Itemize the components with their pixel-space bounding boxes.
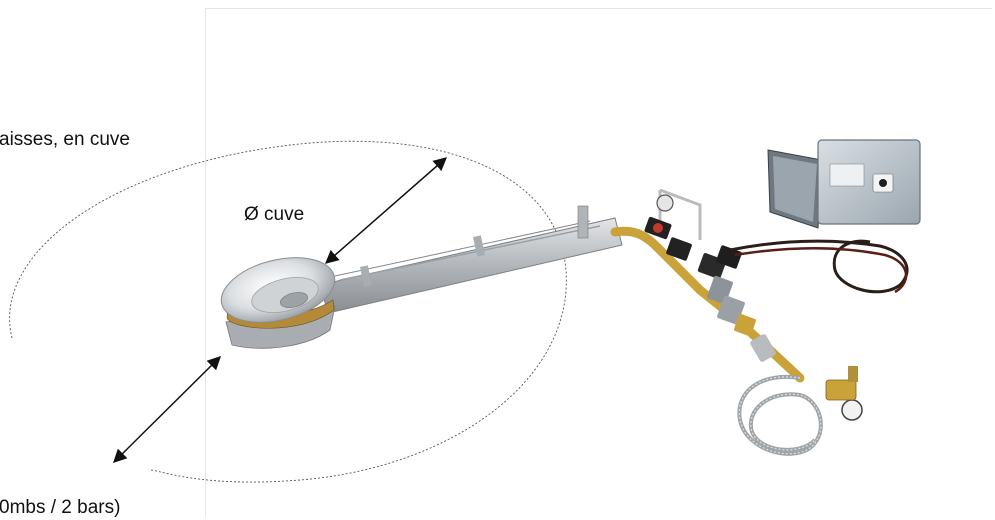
braided-hose (737, 374, 823, 456)
burner-head (220, 257, 336, 349)
depth-arrow (113, 356, 221, 463)
diameter-label: Ø cuve (244, 204, 305, 225)
gas-valve-train (610, 188, 863, 421)
caption-bottom: 0mbs / 2 bars) (0, 497, 121, 518)
burner-tube (319, 205, 623, 314)
control-box (729, 139, 921, 294)
diameter-arrow (324, 157, 448, 264)
caption-top: aisses, en cuve (0, 129, 130, 150)
